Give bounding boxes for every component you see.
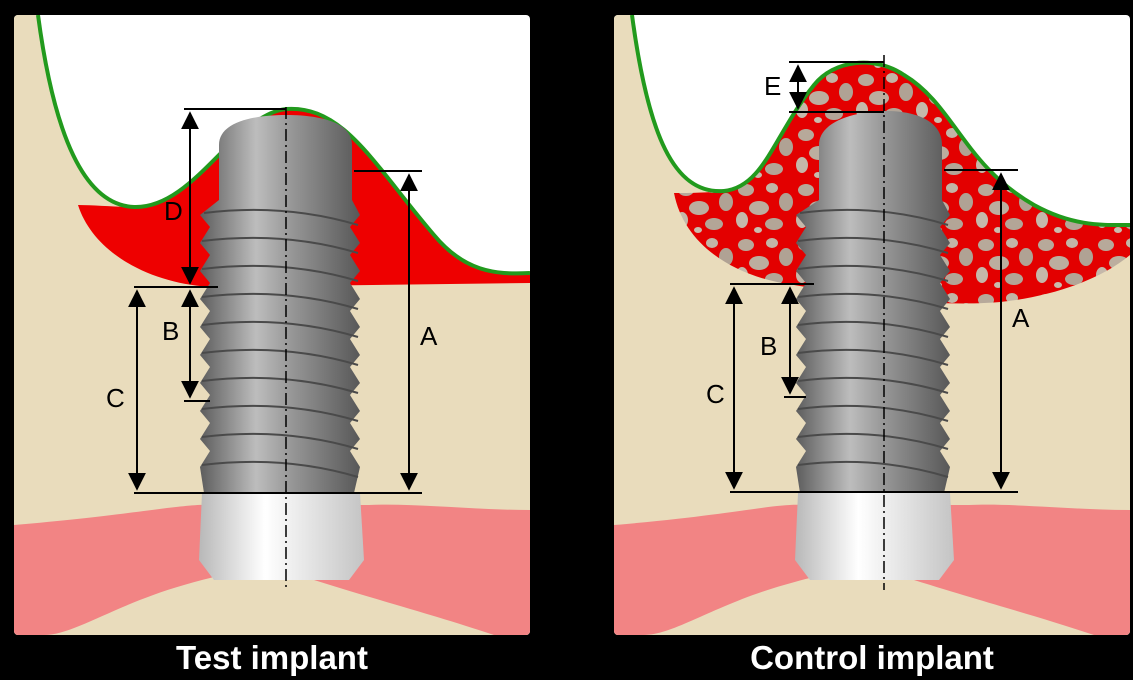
label-c: C [706, 379, 725, 409]
label-d: D [164, 196, 183, 226]
control-implant-caption: Control implant [614, 636, 1130, 680]
label-a: A [1012, 303, 1030, 333]
label-c: C [106, 383, 125, 413]
implant [199, 107, 364, 590]
label-a: A [420, 321, 438, 351]
implant-collar [199, 493, 364, 580]
test-implant-caption: Test implant [14, 636, 530, 680]
label-b: B [760, 331, 777, 361]
implant-collar [795, 493, 954, 580]
label-e: E [764, 71, 781, 101]
control-implant-panel: E B C A [614, 15, 1130, 635]
test-implant-diagram: D B C A [14, 15, 530, 635]
label-b: B [162, 316, 179, 346]
control-implant-diagram: E B C A [614, 15, 1130, 635]
test-implant-panel: D B C A [14, 15, 530, 635]
